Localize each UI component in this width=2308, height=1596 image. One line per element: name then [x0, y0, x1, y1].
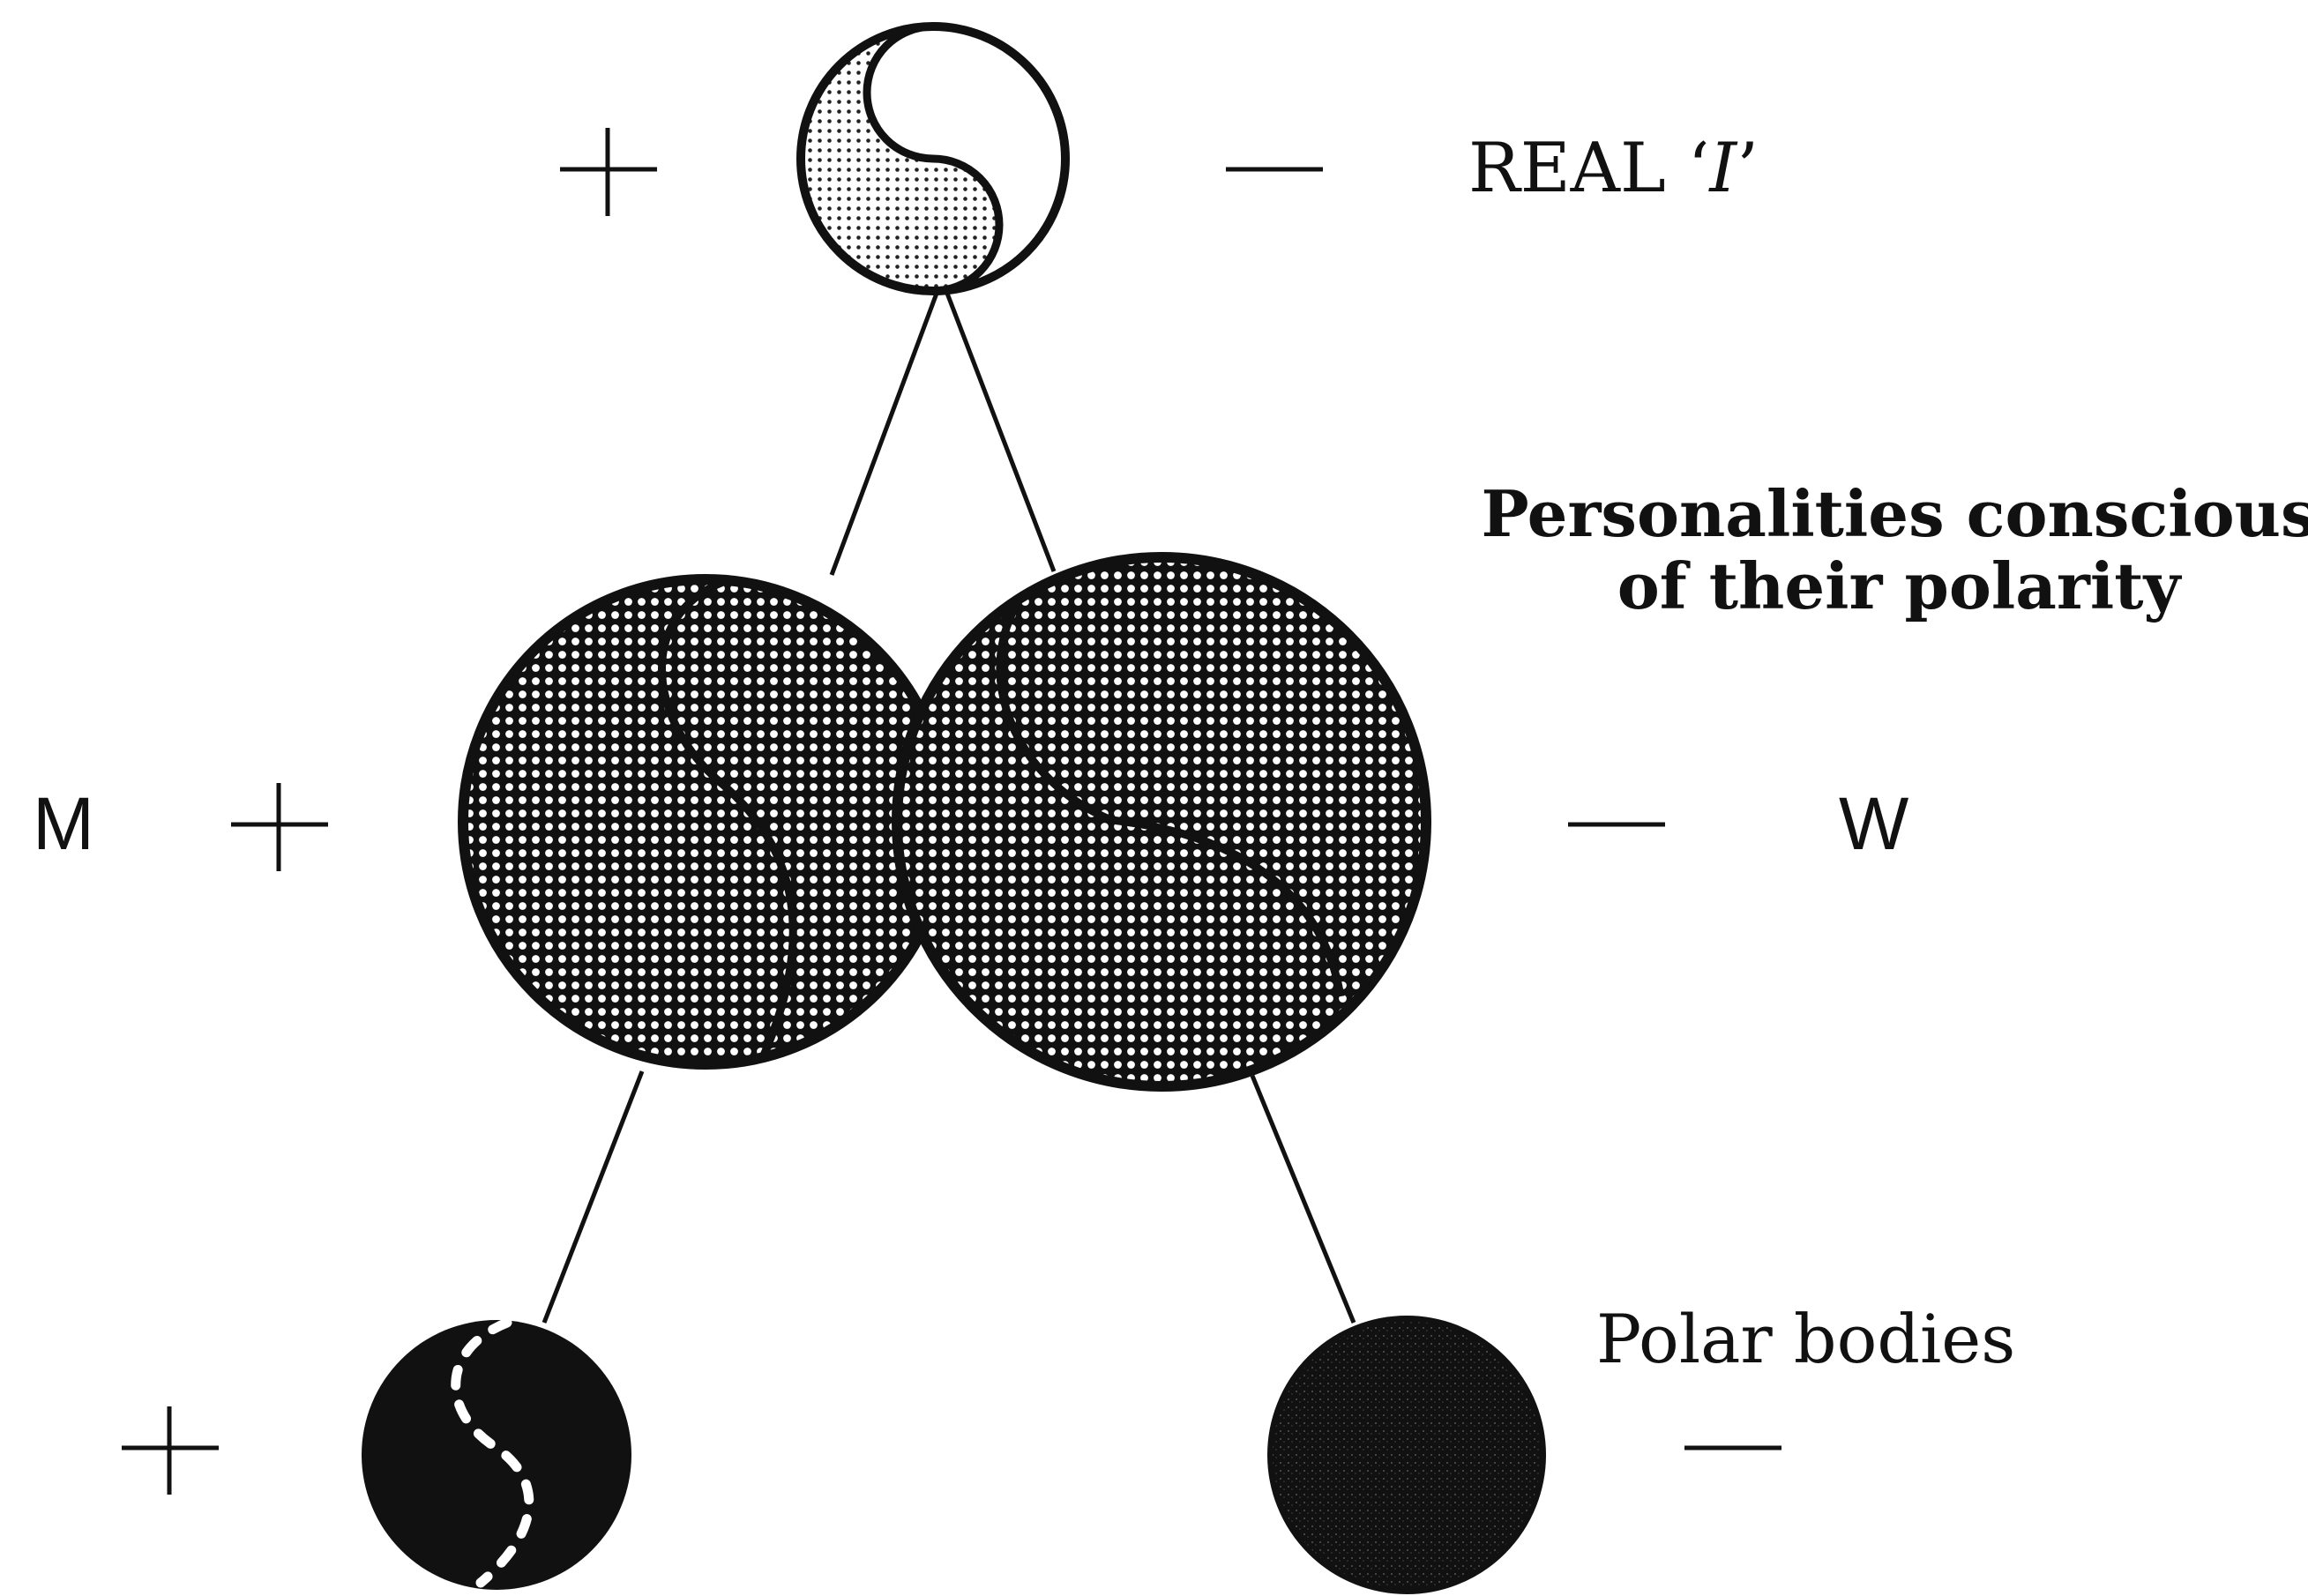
line-real-i-to-man	[832, 291, 937, 575]
real-i-label: REAL ‘I’	[1468, 129, 1759, 208]
polar-bodies-label: Polar bodies	[1596, 1300, 2015, 1378]
real-i-yin-yang	[801, 26, 1065, 291]
woman-polar-body	[1270, 1318, 1543, 1592]
woman-label: W	[1839, 782, 1908, 865]
man-label: M	[33, 782, 94, 865]
man-personality-circle	[463, 579, 948, 1067]
line-woman-to-polar-body	[1252, 1076, 1354, 1323]
plus-sign-man-polar-body	[122, 1406, 219, 1495]
plus-sign-man	[231, 783, 328, 871]
man-polar-body	[362, 1320, 631, 1590]
personalities-label-line2: of their polarity	[1617, 548, 2183, 623]
personalities-label-line1: Personalities conscious	[1481, 476, 2308, 551]
woman-personality-circle	[897, 557, 1426, 1086]
line-real-i-to-woman	[946, 291, 1054, 571]
line-man-to-polar-body	[544, 1071, 642, 1323]
plus-sign-real-i	[560, 128, 657, 216]
